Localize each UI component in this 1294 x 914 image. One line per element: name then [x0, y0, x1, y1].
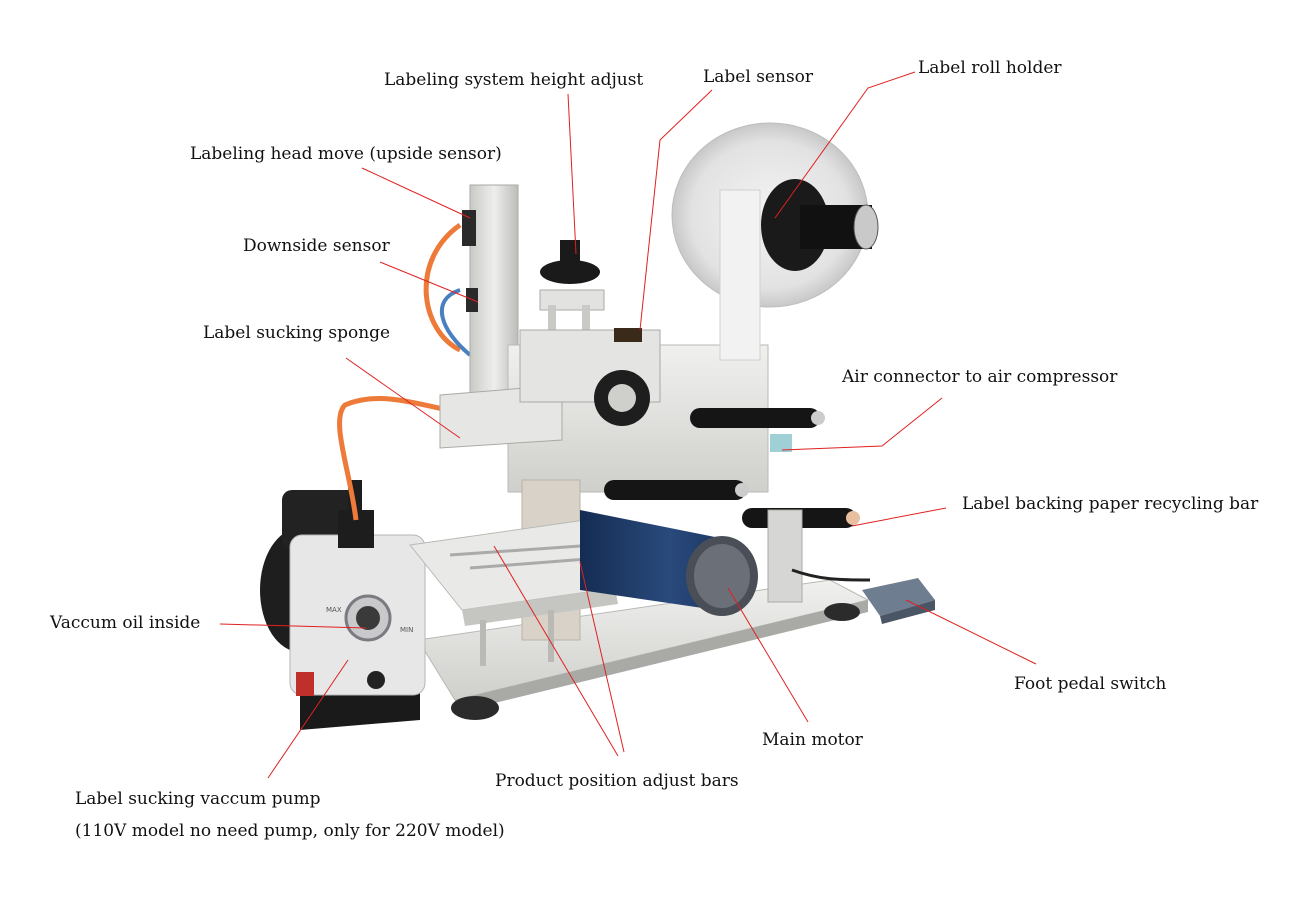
leader-vaccum-oil — [219, 623, 367, 629]
air-hose — [337, 396, 449, 521]
leader-recycling-bar — [851, 507, 947, 527]
leader-lines — [219, 71, 1037, 779]
label-vaccum-pump: Label sucking vaccum pump — [75, 789, 321, 809]
label-height-adjust: Labeling system height adjust — [384, 70, 644, 90]
foot-pedal — [791, 568, 935, 624]
base-plate — [417, 579, 870, 720]
leader-vaccum-pump — [267, 659, 349, 779]
leader-sucking-sponge — [345, 357, 461, 439]
leader-foot-pedal — [905, 599, 1037, 665]
label-downside-sensor: Downside sensor — [243, 236, 390, 256]
leader-main-motor — [727, 587, 809, 723]
label-roll-holder: Label roll holder — [918, 58, 1062, 78]
label-position-bars: Product position adjust bars — [495, 771, 739, 791]
label-pump-note: (110V model no need pump, only for 220V … — [75, 821, 505, 841]
label-roll — [671, 122, 879, 361]
pump-max-mark: MAX — [326, 606, 342, 614]
leader-air-connector — [781, 397, 943, 451]
leader-roll-holder — [774, 71, 916, 219]
label-label-sensor: Label sensor — [703, 67, 814, 87]
leader-label-sensor — [639, 89, 713, 331]
recycling-bracket — [767, 509, 803, 603]
sensor-hose — [423, 222, 462, 353]
leader-height-adjust — [567, 93, 577, 255]
label-air-connector: Air connector to air compressor — [842, 367, 1118, 387]
label-sucking-sponge: Label sucking sponge — [203, 323, 391, 343]
pump-min-mark: MIN — [400, 626, 413, 634]
vaccum-pump: MAX MIN — [260, 480, 426, 730]
main-motor — [580, 510, 758, 616]
leader-position-bar-1 — [579, 561, 625, 753]
leader-downside-sensor — [379, 261, 479, 303]
leader-head-move — [361, 167, 471, 219]
product-platform — [409, 519, 618, 666]
blue-hose — [440, 288, 472, 357]
labeling-head — [439, 328, 661, 449]
label-head-move: Labeling head move (upside sensor) — [190, 144, 502, 164]
label-foot-pedal: Foot pedal switch — [1014, 674, 1167, 694]
label-recycling-bar: Label backing paper recycling bar — [962, 494, 1259, 514]
label-main-motor: Main motor — [762, 730, 863, 750]
leader-position-bar-2 — [493, 545, 619, 757]
label-vaccum-oil: Vaccum oil inside — [50, 613, 201, 633]
